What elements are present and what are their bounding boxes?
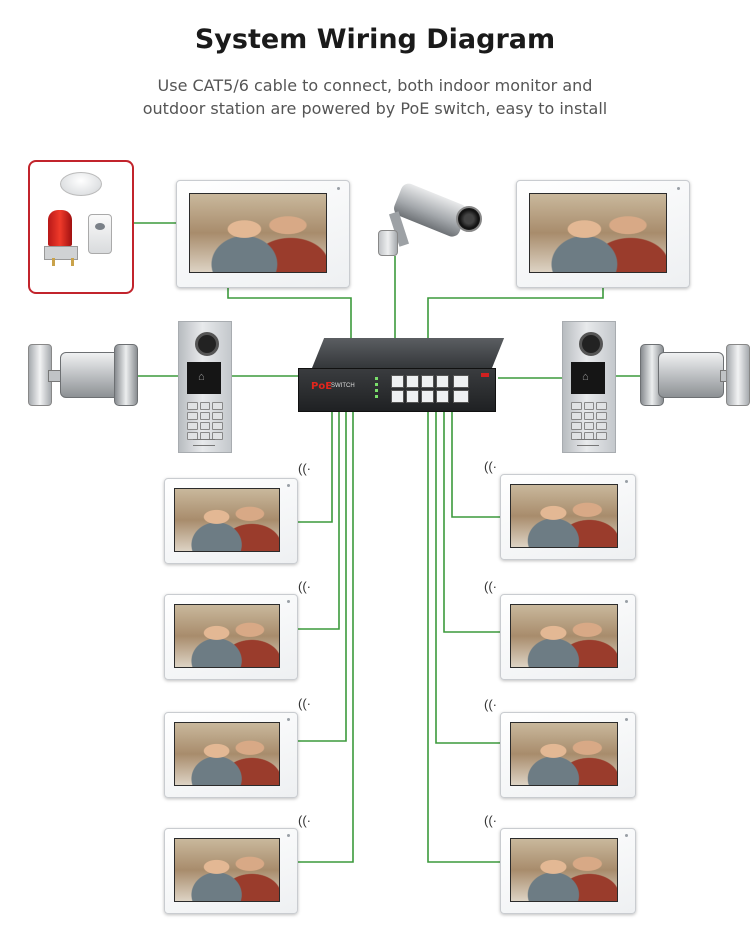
switch-top: [312, 338, 505, 368]
indoor-monitor-left-2: [164, 594, 298, 680]
rfid-icon: ⌂: [582, 371, 589, 383]
keypad: [187, 402, 223, 440]
wire-left-monitor-3: [296, 412, 347, 742]
power-led-icon: [287, 718, 291, 722]
monitor-screen: [174, 838, 280, 903]
indoor-monitor-right-4: [500, 828, 636, 914]
wire-top-left-monitor: [227, 286, 352, 338]
wifi-icon: ((·: [484, 813, 497, 828]
wifi-icon: ((·: [484, 459, 497, 474]
ethernet-port-icon: [391, 375, 404, 388]
right-electric-lock: [640, 344, 750, 408]
monitor-screen: [174, 722, 280, 787]
switch-badge: [481, 373, 489, 377]
ethernet-port-icon: [406, 390, 419, 403]
power-led-icon: [287, 834, 291, 838]
poe-ports: [391, 375, 449, 403]
siren-icon: [48, 210, 72, 246]
indoor-monitor-left-1: [164, 478, 298, 564]
monitor-screen: [510, 484, 618, 549]
wifi-icon: ((·: [298, 579, 311, 594]
wire-right-monitor-4: [427, 412, 500, 863]
station-camera-icon: [579, 332, 603, 356]
ethernet-port-icon: [436, 390, 449, 403]
keypad: [571, 402, 607, 440]
indoor-monitor-left-4: [164, 828, 298, 914]
ethernet-port-icon: [391, 390, 404, 403]
pir-sensor-icon: [88, 214, 112, 254]
smoke-detector-icon: [60, 172, 102, 196]
ethernet-port-icon: [421, 390, 434, 403]
cctv-camera: [376, 176, 486, 256]
speaker-grille: [577, 439, 599, 446]
switch-brand-label: PoE: [311, 381, 333, 392]
wifi-icon: ((·: [484, 579, 497, 594]
monitor-screen: [174, 604, 280, 669]
ethernet-port-icon: [421, 375, 434, 388]
power-led-icon: [287, 484, 291, 488]
monitor-screen: [510, 838, 618, 903]
power-led-icon: [625, 718, 629, 722]
camera-mount: [378, 230, 398, 256]
ethernet-port-icon: [406, 375, 419, 388]
wifi-icon: ((·: [298, 696, 311, 711]
siren-base: [44, 246, 78, 260]
top-right-monitor: [516, 180, 690, 288]
power-led-icon: [337, 187, 341, 191]
wifi-icon: ((·: [298, 813, 311, 828]
subtitle-line-2: outdoor station are powered by PoE switc…: [142, 99, 608, 118]
wire-left-monitor-1: [296, 412, 333, 523]
wire-top-right-monitor: [427, 286, 604, 338]
monitor-screen: [510, 604, 618, 669]
indoor-monitor-right-2: [500, 594, 636, 680]
monitor-screen: [174, 488, 280, 553]
camera-lens-icon: [456, 206, 482, 232]
wire-left-monitor-2: [296, 412, 340, 630]
indoor-monitor-right-3: [500, 712, 636, 798]
subtitle-line-1: Use CAT5/6 cable to connect, both indoor…: [157, 76, 593, 95]
uplink-ports: [453, 375, 469, 403]
power-led-icon: [287, 600, 291, 604]
ethernet-port-icon: [453, 390, 469, 403]
card-reader: ⌂: [571, 362, 605, 394]
card-reader: ⌂: [187, 362, 221, 394]
switch-front-panel: PoE SWITCH: [298, 368, 496, 412]
ethernet-port-icon: [453, 375, 469, 388]
wifi-icon: ((·: [484, 697, 497, 712]
siren-pins: [52, 258, 74, 266]
monitor-screen: [189, 192, 327, 274]
left-electric-lock: [28, 344, 138, 408]
wire-right-monitor-3: [435, 412, 500, 744]
power-led-icon: [677, 187, 681, 191]
ethernet-port-icon: [436, 375, 449, 388]
poe-switch: PoE SWITCH: [298, 338, 505, 412]
power-led-icon: [625, 834, 629, 838]
right-outdoor-station: ⌂: [562, 321, 616, 453]
lock-cylinder: [114, 344, 138, 406]
page-subtitle: Use CAT5/6 cable to connect, both indoor…: [0, 74, 750, 120]
power-led-icon: [625, 600, 629, 604]
indoor-monitor-right-1: [500, 474, 636, 560]
page-title: System Wiring Diagram: [194, 24, 556, 55]
alarm-sensors-box: [28, 160, 134, 294]
top-left-monitor: [176, 180, 350, 288]
switch-model-label: SWITCH: [331, 383, 355, 389]
monitor-screen: [510, 722, 618, 787]
lock-body: [658, 352, 724, 398]
left-outdoor-station: ⌂: [178, 321, 232, 453]
power-led-icon: [625, 480, 629, 484]
monitor-screen: [529, 192, 667, 274]
wire-right-monitor-1: [451, 412, 500, 518]
wire-left-monitor-4: [296, 412, 354, 863]
rfid-icon: ⌂: [198, 371, 205, 383]
speaker-grille: [193, 439, 215, 446]
wifi-icon: ((·: [298, 461, 311, 476]
indoor-monitor-left-3: [164, 712, 298, 798]
station-camera-icon: [195, 332, 219, 356]
lock-strike-plate: [726, 344, 750, 406]
wire-right-monitor-2: [443, 412, 500, 633]
status-leds: [375, 377, 383, 401]
